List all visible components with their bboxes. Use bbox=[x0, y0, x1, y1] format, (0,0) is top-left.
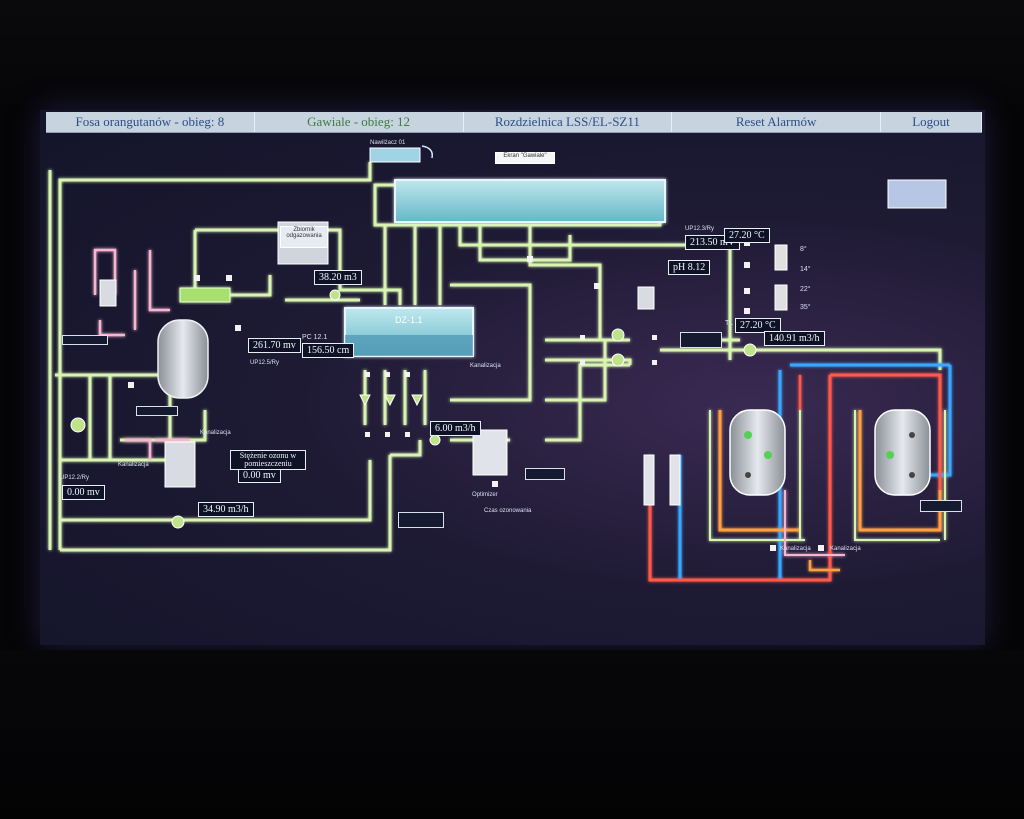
drain-label-4: Kanalizacja bbox=[780, 546, 811, 552]
status-box-4 bbox=[680, 332, 722, 348]
optimizer-label: Optimizer bbox=[472, 492, 498, 498]
humidifier-unit bbox=[369, 147, 421, 163]
filter-unit bbox=[179, 287, 231, 303]
temp-mark-1: 8° bbox=[800, 246, 807, 253]
scada-screen: Fosa orangutanów - obieg: 8 Gawiale - ob… bbox=[40, 110, 985, 645]
reading-ph: pH 8.12 bbox=[668, 260, 711, 275]
column-1 bbox=[643, 454, 655, 506]
tl-label: TL bbox=[725, 320, 734, 327]
menu-gawiale[interactable]: Gawiale - obieg: 12 bbox=[255, 112, 464, 132]
heat-exchanger bbox=[99, 279, 117, 307]
exchanger-1 bbox=[774, 244, 788, 271]
filter-vessel-right bbox=[874, 409, 931, 496]
up-label-mid: UP12.5/Ry bbox=[250, 360, 280, 366]
main-tank-water bbox=[345, 335, 473, 356]
room-wall-top bbox=[0, 0, 1024, 105]
drain-label-3: Kanalizacja bbox=[470, 363, 501, 369]
panel-indicator bbox=[887, 179, 947, 209]
status-box-2 bbox=[398, 512, 444, 528]
ozonation-time-label: Czas ozonowania bbox=[484, 508, 532, 514]
status-box-6 bbox=[136, 406, 178, 416]
column-2 bbox=[669, 454, 681, 506]
menu-fosa-orangutanow[interactable]: Fosa orangutanów - obieg: 8 bbox=[46, 112, 255, 132]
humidifier-arrow-icon bbox=[421, 145, 434, 159]
filter-vessel-left bbox=[729, 409, 786, 496]
logout-button[interactable]: Logout bbox=[881, 112, 982, 132]
reading-flow-main: 140.91 m3/h bbox=[764, 331, 825, 346]
sand-filter bbox=[472, 429, 508, 476]
reading-temp-top: 27.20 °C bbox=[724, 228, 770, 243]
reading-level: 156.50 cm bbox=[302, 343, 355, 358]
pumps bbox=[70, 289, 757, 529]
reading-redox-left: 261.70 mv bbox=[248, 338, 301, 353]
reading-temp: 27.20 °C bbox=[735, 318, 781, 333]
status-box-5 bbox=[920, 500, 962, 512]
pressure-vessel bbox=[157, 319, 209, 399]
reset-alarms-button[interactable]: Reset Alarmów bbox=[672, 112, 881, 132]
process-diagram bbox=[48, 145, 952, 582]
pc-label: PC 12.1 bbox=[302, 334, 328, 341]
menu-bar: Fosa orangutanów - obieg: 8 Gawiale - ob… bbox=[46, 112, 982, 133]
exchanger-2 bbox=[774, 284, 788, 311]
up-label-left: UP12.2/Ry bbox=[60, 475, 90, 481]
temp-mark-3: 22° bbox=[800, 286, 811, 293]
reading-flow-bottom: 34.90 m3/h bbox=[198, 502, 254, 517]
status-box-3 bbox=[525, 468, 565, 480]
temp-mark-2: 14° bbox=[800, 266, 811, 273]
reading-volume: 38.20 m3 bbox=[314, 270, 362, 285]
menu-rozdzielnica[interactable]: Rozdzielnica LSS/EL-SZ11 bbox=[464, 112, 673, 132]
humidifier-label: Nawilżacz 01 bbox=[370, 140, 406, 146]
drain-label-5: Kanalizacja bbox=[830, 546, 861, 552]
drain-label-1: Kanalizacja bbox=[200, 430, 231, 436]
valves bbox=[128, 240, 824, 551]
dosing-tank-label: Zbiornik odgazowania bbox=[280, 226, 328, 248]
top-basin bbox=[394, 179, 666, 223]
room-floor bbox=[0, 650, 1024, 819]
main-tank-label: DZ-1.1 bbox=[395, 315, 423, 325]
ozone-generator bbox=[164, 441, 196, 488]
reading-flow-filter: 6.00 m3/h bbox=[430, 421, 481, 436]
screen-title: Ekran "Gawiale" bbox=[495, 152, 555, 164]
up-label-right: UP12.3/Ry bbox=[685, 226, 715, 232]
drain-label-2: Kanalizacja bbox=[118, 462, 149, 468]
pink-pipes bbox=[93, 248, 190, 460]
reading-left-mv: 0.00 mv bbox=[62, 485, 105, 500]
status-box-1 bbox=[62, 335, 108, 345]
room-sign bbox=[420, 2, 640, 30]
uv-lamp bbox=[637, 286, 655, 310]
reading-ozone: 0.00 mv bbox=[238, 468, 281, 483]
temp-mark-4: 35° bbox=[800, 304, 811, 311]
ozone-concentration-label: Stężenie ozonu w pomieszczeniu bbox=[230, 450, 306, 470]
